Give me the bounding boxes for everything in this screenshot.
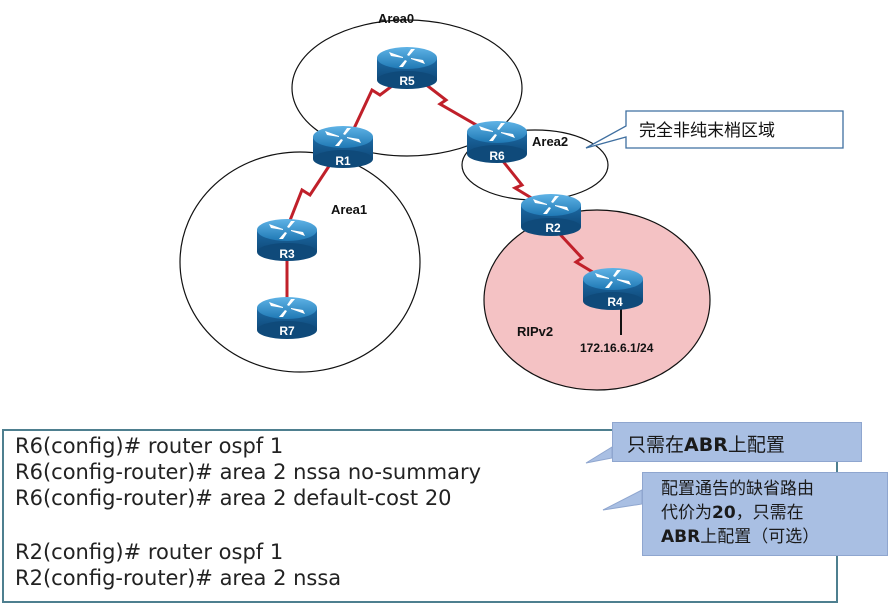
area0-boundary <box>291 19 523 157</box>
config-line: R6(config-router)# area 2 default-cost 2… <box>15 486 452 510</box>
router-r4-label: R4 <box>607 295 623 309</box>
link-r5-r6 <box>419 78 486 132</box>
config-line: R2(config)# router ospf 1 <box>15 540 284 564</box>
abr-only-note: 只需在ABR上配置 <box>612 422 862 462</box>
cost-prefix: 代价为 <box>661 503 712 523</box>
cost-abr: ABR <box>661 527 701 547</box>
router-r1-label: R1 <box>335 154 351 168</box>
cost-suffix: ，只需在 <box>735 503 804 523</box>
default-cost-note-line3: ABR上配置（可选） <box>661 525 887 549</box>
area1-label: Area1 <box>331 202 367 217</box>
r4-ip-address: 172.16.6.1/24 <box>580 341 654 355</box>
link-r5-r1 <box>348 78 401 138</box>
area0-label: Area0 <box>378 11 414 26</box>
config-line: R6(config-router)# area 2 nssa no-summar… <box>15 460 482 484</box>
router-r2-label: R2 <box>545 221 561 235</box>
default-cost-note-line2: 代价为20，只需在 <box>661 501 887 525</box>
abr-only-note-abr: ABR <box>684 434 728 456</box>
network-topology-diagram: R5 R1 R6 R2 R3 R7 R4 Area0 Area1 Area2 R… <box>179 11 844 391</box>
area2-callout: 完全非纯末梢区域 <box>585 110 844 149</box>
cost-value: 20 <box>712 503 736 523</box>
router-r3-label: R3 <box>279 247 295 261</box>
area2-callout-text: 完全非纯末梢区域 <box>639 121 775 141</box>
default-cost-note-line1: 配置通告的缺省路由 <box>661 479 814 499</box>
link-r1-r3 <box>285 156 337 229</box>
link-r2-r4 <box>554 228 607 282</box>
config-line: R6(config)# router ospf 1 <box>15 434 284 458</box>
config-line: R2(config-router)# area 2 nssa <box>15 566 342 590</box>
default-cost-note: 配置通告的缺省路由 代价为20，只需在 ABR上配置（可选） <box>642 472 888 556</box>
ripv2-label: RIPv2 <box>517 324 553 339</box>
cost-line3-suffix: 上配置（可选） <box>700 527 820 547</box>
abr-only-note-prefix: 只需在 <box>627 434 685 456</box>
abr-only-note-suffix: 上配置 <box>727 434 785 456</box>
area1-boundary <box>179 151 421 373</box>
router-r7-label: R7 <box>279 324 295 338</box>
router-r5-label: R5 <box>399 74 415 88</box>
router-r6-label: R6 <box>489 149 505 163</box>
area2-label: Area2 <box>532 134 568 149</box>
